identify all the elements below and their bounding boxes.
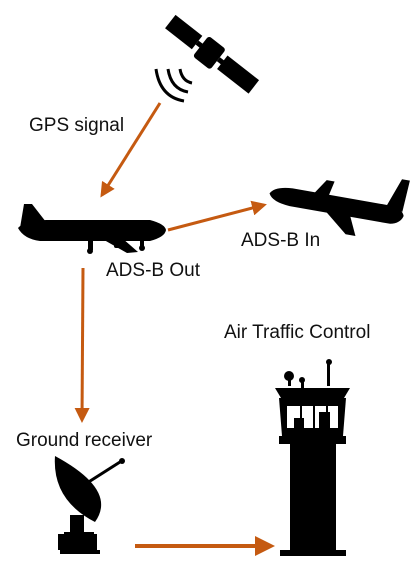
airplane-icon-in [269,179,410,236]
satellite-dish-icon [54,456,125,554]
air-traffic-control-label: Air Traffic Control [224,322,371,343]
ground-receiver-label: Ground receiver [16,430,153,451]
ads-b-in-label: ADS-B In [241,230,321,251]
control-tower-icon [275,359,350,556]
gps-signal-label: GPS signal [29,115,125,136]
satellite-icon [154,14,260,103]
arrow-ads-b-out [74,267,90,423]
ads-b-out-label: ADS-B Out [106,260,200,281]
airplane-icon-out [18,204,166,254]
arrow-ads-b-in [167,200,267,232]
arrow-gps-signal [100,102,162,198]
